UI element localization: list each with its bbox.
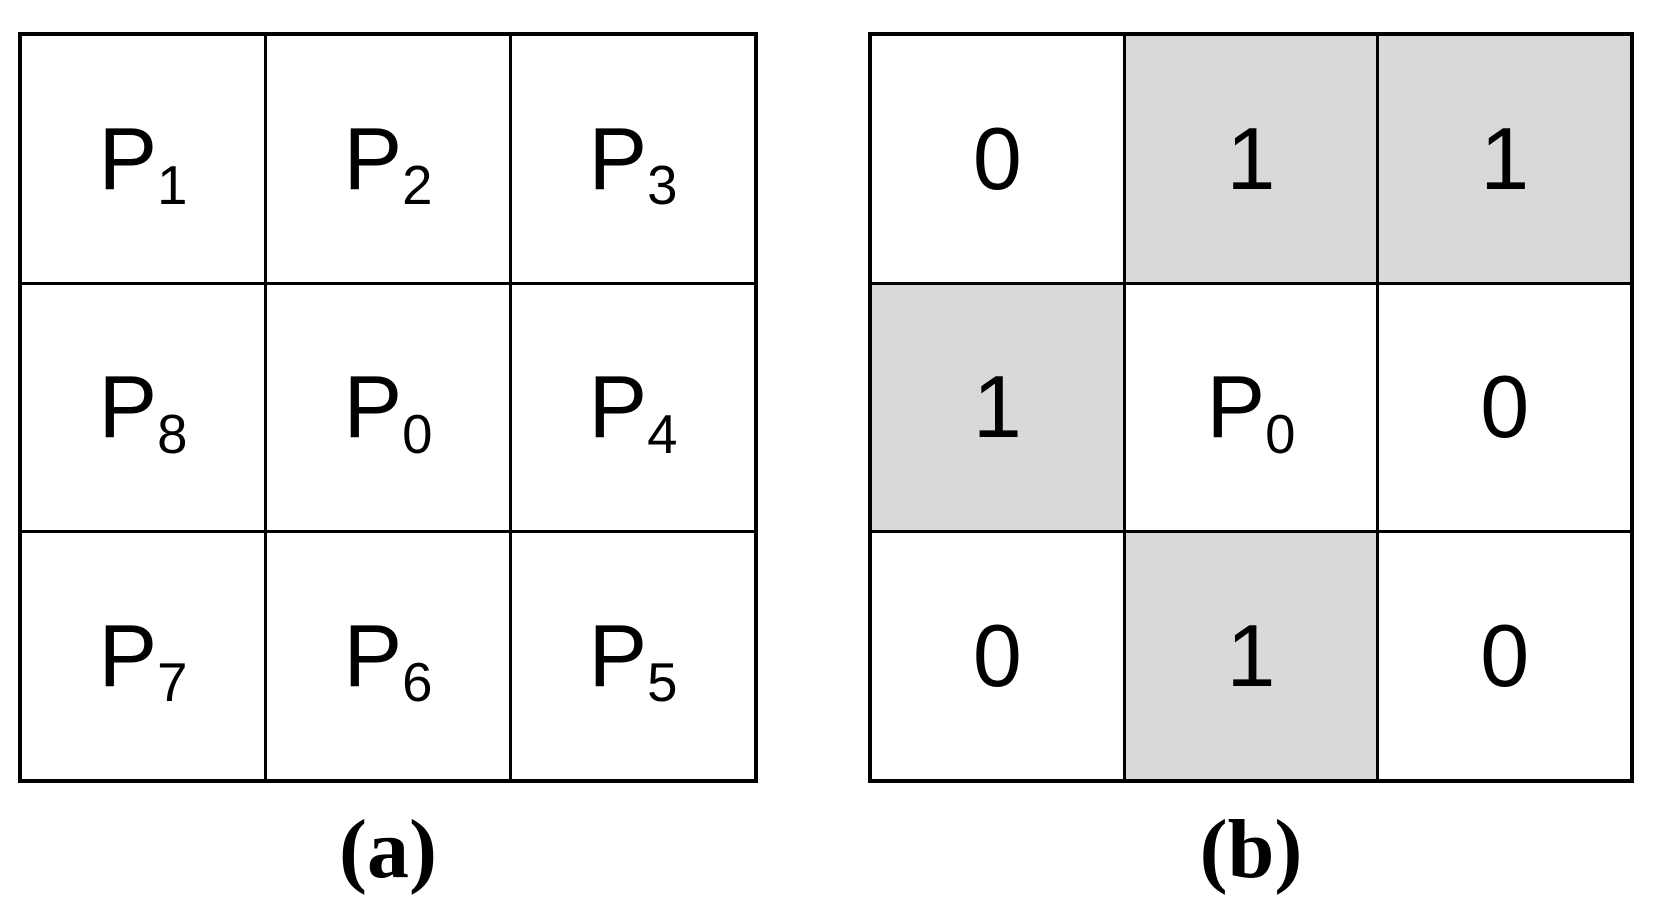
grid-cell: 0 bbox=[1379, 284, 1630, 531]
grid-cell: P1 bbox=[22, 36, 264, 282]
grid-cell: P7 bbox=[22, 533, 264, 779]
caption-panel-a: (a) bbox=[339, 803, 437, 896]
grid-cell: P6 bbox=[267, 533, 509, 779]
cell-label: P5 bbox=[588, 606, 678, 714]
cell-value: P0 bbox=[1206, 357, 1296, 465]
grid-cell: P2 bbox=[267, 36, 509, 282]
grid-cell: 0 bbox=[872, 36, 1123, 282]
grid-panel-a: P1 P2 P3 P8 P0 P4 P7 P6 P5 bbox=[18, 32, 758, 783]
cell-value: 0 bbox=[1480, 606, 1530, 706]
cell-label: P2 bbox=[343, 108, 433, 217]
caption-panel-b: (b) bbox=[1199, 803, 1303, 896]
cell-value: 0 bbox=[972, 108, 1022, 208]
cell-label: P0 bbox=[343, 357, 433, 465]
grid-cell: P8 bbox=[22, 284, 264, 531]
grid-cell: 0 bbox=[872, 533, 1123, 779]
grid-cell: P4 bbox=[512, 284, 754, 531]
cell-label: P4 bbox=[588, 357, 678, 465]
cell-value: 0 bbox=[1480, 357, 1530, 457]
cell-label: P3 bbox=[588, 108, 678, 217]
grid-cell: 0 bbox=[1379, 533, 1630, 779]
grid-cell: P3 bbox=[512, 36, 754, 282]
grid-cell: P5 bbox=[512, 533, 754, 779]
cell-value: 1 bbox=[1226, 108, 1276, 208]
cell-label: P1 bbox=[98, 108, 188, 217]
grid-panel-b: 0 1 1 1 P0 0 0 1 0 bbox=[868, 32, 1634, 783]
cell-label: P7 bbox=[98, 606, 188, 714]
cell-value: 0 bbox=[972, 606, 1022, 706]
grid-cell: 1 bbox=[1125, 533, 1377, 779]
grid-cell-center: P0 bbox=[1125, 284, 1377, 531]
grid-cell: 1 bbox=[1125, 36, 1377, 282]
cell-label: P8 bbox=[98, 357, 188, 465]
cell-value: 1 bbox=[1480, 108, 1530, 208]
cell-value: 1 bbox=[972, 357, 1022, 457]
grid-cell-center: P0 bbox=[267, 284, 509, 531]
grid-cell: 1 bbox=[1379, 36, 1630, 282]
cell-value: 1 bbox=[1226, 606, 1276, 706]
grid-cell: 1 bbox=[872, 284, 1123, 531]
cell-label: P6 bbox=[343, 606, 433, 714]
